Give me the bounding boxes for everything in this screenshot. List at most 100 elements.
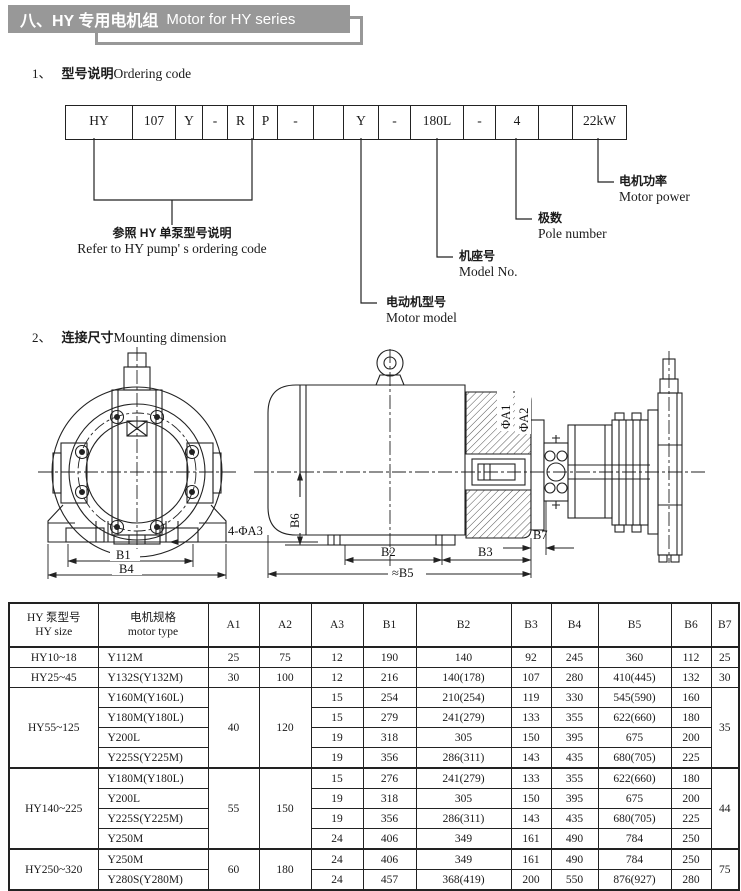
cell-dim: 241(279) [415,707,512,728]
cell-dim: 680(705) [597,747,672,769]
cell-dim: 675 [597,788,672,809]
cell-dim: 180 [670,767,712,789]
side-view-drawing [254,349,706,577]
code-cell: - [379,106,411,139]
cell-dim: 107 [510,667,552,688]
cell-dim: 406 [362,848,417,870]
cell-dim: 143 [510,747,552,769]
cell-dim: 349 [415,828,512,850]
motor-model-leader [360,138,377,304]
code-cell: HY [66,106,133,139]
code-cell: 22kW [583,113,616,128]
section-title-en: Ordering code [113,66,192,81]
header-dim-a2: A2 [258,602,312,648]
cell-dim: 305 [415,788,512,809]
code-cell: 107 [133,106,176,139]
label-model-no-zh: 机座号 [459,249,496,263]
cell-dim: 24 [310,848,364,870]
cell-dim: 245 [550,646,599,668]
cell-dim: 12 [310,646,364,668]
cell-a2: 120 [258,687,312,769]
dim-label-b5: ≈B5 [392,566,413,580]
page-title-banner: 八、HY 专用电机组 Motor for HY series [8,5,350,33]
cell-motor-type: Y132S(Y132M) [97,667,209,688]
cell-dim: 410(445) [597,667,672,688]
section-number: 2、 [32,330,52,345]
cell-dim: 250 [670,828,712,850]
label-motor-model: 电动机型号 Motor model [386,295,457,325]
header-dim-a1: A1 [207,602,260,648]
cell-b7: 44 [710,767,740,850]
cell-dim: 490 [550,828,599,850]
cell-a2: 100 [258,667,312,688]
dim-label-b4: B4 [119,562,134,576]
dim-label-b3: B3 [478,545,493,559]
cell-dim: 457 [362,869,417,891]
section-title-en: Mounting dimension [113,330,227,345]
cell-dim: 150 [510,788,552,809]
cell-dim: 876(927) [597,869,672,891]
cell-dim: 190 [362,646,417,668]
section-title-zh: 型号说明 [61,66,114,81]
cell-a1: 60 [207,848,260,891]
cell-dim: 15 [310,707,364,728]
cell-hy-size: HY250~320 [8,848,99,891]
cell-motor-type: Y250M [97,828,209,850]
label-pump-code-en: Refer to HY pump' s ordering code [77,241,267,256]
cell-motor-type: Y225S(Y225M) [97,808,209,829]
cell-dim: 24 [310,869,364,891]
cell-hy-size: HY25~45 [8,667,99,688]
header-dim-b3: B3 [510,602,552,648]
cell-dim: 200 [670,788,712,809]
cell-dim: 395 [550,788,599,809]
header-dim-b1: B1 [362,602,417,648]
ordering-code-leader-lines [93,138,614,304]
cell-dim: 349 [415,848,512,870]
cell-hy-size: HY140~225 [8,767,99,850]
cell-dim: 140(178) [415,667,512,688]
code-cell: - [203,106,228,139]
cell-dim: 680(705) [597,808,672,829]
header-dim-b6: B6 [670,602,712,648]
cell-dim: 15 [310,767,364,789]
cell-dim: 150 [510,727,552,748]
cell-motor-type: Y280S(Y280M) [97,869,209,891]
cell-dim: 216 [362,667,417,688]
cell-dim: 784 [597,828,672,850]
cell-dim: 200 [510,869,552,891]
mounting-dimension-drawing: 4-ΦA3 B1 B4 B6 B2 B3 ≈B5 B7 ΦA1 ΦA2 [38,347,706,580]
page-title-en: Motor for HY series [166,10,296,28]
cell-dim: 19 [310,747,364,769]
cell-dim: 330 [550,687,599,708]
motor-power-leader [597,138,614,183]
cell-dim: 133 [510,707,552,728]
cell-dim: 435 [550,808,599,829]
label-motor-model-zh: 电动机型号 [386,295,447,309]
cell-hy-size: HY55~125 [8,687,99,769]
cell-dim: 355 [550,767,599,789]
cell-dim: 200 [670,727,712,748]
cell-dim: 254 [362,687,417,708]
cell-dim: 286(311) [415,808,512,829]
dim-label-4-phi-a3: 4-ΦA3 [228,524,263,538]
cell-motor-type: Y200L [97,727,209,748]
cell-dim: 318 [362,727,417,748]
label-pole-number: 极数 Pole number [538,211,607,241]
cell-dim: 225 [670,808,712,829]
cell-motor-type: Y225S(Y225M) [97,747,209,769]
cell-dim: 180 [670,707,712,728]
cell-dim: 356 [362,747,417,769]
cell-dim: 12 [310,667,364,688]
